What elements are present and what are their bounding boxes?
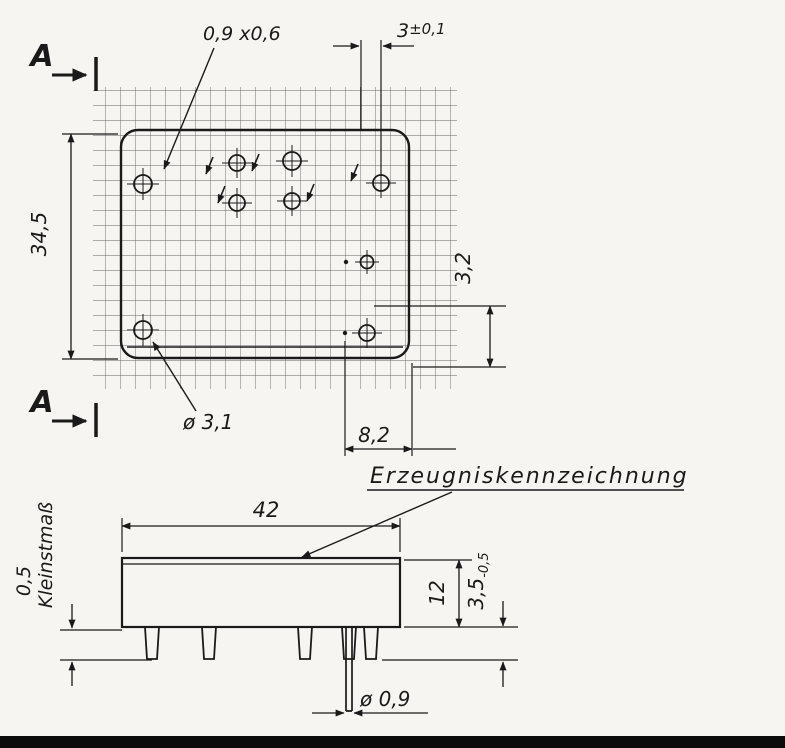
pin xyxy=(341,626,357,660)
center-dot xyxy=(342,330,348,336)
pin-length-value: 3,5 xyxy=(464,578,488,610)
pins xyxy=(144,626,379,712)
dimension-pitch: 3±0,1 xyxy=(333,20,446,176)
scan-black-bar xyxy=(0,736,785,748)
pin-length-tolerance: -0,5 xyxy=(477,552,492,577)
product-marking-label: Erzeugniskennzeichnung xyxy=(370,464,689,489)
side-view: 42 Erzeugniskennzeichnung 0,5 Kleinstmaß… xyxy=(13,464,689,717)
leader-line xyxy=(301,491,453,558)
pin xyxy=(144,626,160,660)
pin xyxy=(201,626,217,660)
slot-mark-arrow xyxy=(251,153,260,172)
component-body xyxy=(120,556,402,629)
hole xyxy=(277,186,307,216)
extension-lines xyxy=(360,40,382,176)
dimension-body-height: 12 xyxy=(404,559,518,628)
leader-line xyxy=(152,341,197,412)
pitch-label: 3±0,1 xyxy=(397,20,446,42)
slot-mark-arrow xyxy=(217,185,226,204)
pitch-tolerance: ±0,1 xyxy=(409,20,445,38)
standoff-text-label: Kleinstmaß xyxy=(35,502,57,608)
leader-line xyxy=(163,47,215,170)
hole xyxy=(127,168,159,200)
pin-length-label: 3,5-0,5 xyxy=(464,552,492,609)
section-label-bottom: A xyxy=(28,385,53,420)
dimension-pin-length: 3,5-0,5 xyxy=(382,552,518,687)
hole-diameter-label: ø 3,1 xyxy=(182,410,233,434)
hole xyxy=(276,145,308,177)
product-marking-callout: Erzeugniskennzeichnung xyxy=(301,464,689,558)
hole xyxy=(222,188,252,218)
extension-lines xyxy=(60,629,152,661)
slot-mark-arrow xyxy=(306,183,315,202)
dimension-body-width: 42 xyxy=(121,498,401,552)
top-view: 0,9 x0,6 3±0,1 34,5 3,2 ø 3,1 xyxy=(27,20,506,456)
slot-size-label: 0,9 x0,6 xyxy=(203,23,281,45)
hole-spacing-label: 8,2 xyxy=(358,423,390,447)
standoff-value-label: 0,5 xyxy=(13,566,35,596)
slot-mark-arrow xyxy=(350,163,359,182)
section-marker-top: A xyxy=(28,39,98,91)
extension-lines xyxy=(344,341,413,456)
dimension-overall-height: 34,5 xyxy=(27,133,118,360)
dimension-hole-offset: 3,2 xyxy=(374,252,506,368)
section-marker-bottom: A xyxy=(28,385,98,437)
dimension-hole-diameter: ø 3,1 xyxy=(152,341,233,434)
hole-3-1 xyxy=(127,314,159,346)
hole xyxy=(355,250,379,274)
dimension-pin-diameter: ø 0,9 xyxy=(312,687,428,717)
body-height-label: 12 xyxy=(425,580,449,605)
extension-lines xyxy=(121,518,401,552)
graph-paper-grid xyxy=(93,87,457,389)
center-dot xyxy=(343,259,349,265)
dimension-slot-size: 0,9 x0,6 xyxy=(163,23,281,170)
hole-offset-label: 3,2 xyxy=(451,252,475,284)
hole xyxy=(352,318,382,348)
slot-marks xyxy=(205,153,359,204)
pitch-value: 3 xyxy=(397,20,409,42)
long-center-pin xyxy=(345,627,353,712)
component-outline xyxy=(119,128,411,360)
overall-height-label: 34,5 xyxy=(27,212,51,257)
dimension-standoff: 0,5 Kleinstmaß xyxy=(13,502,152,686)
hole xyxy=(222,148,252,178)
extension-lines xyxy=(404,559,518,628)
slot-mark-arrow xyxy=(205,156,214,175)
section-label-top: A xyxy=(28,39,53,74)
pin xyxy=(363,626,379,660)
pin-diameter-label: ø 0,9 xyxy=(359,687,410,711)
body-width-label: 42 xyxy=(253,498,280,522)
pin xyxy=(297,626,313,660)
dimension-hole-spacing: 8,2 xyxy=(344,341,456,456)
